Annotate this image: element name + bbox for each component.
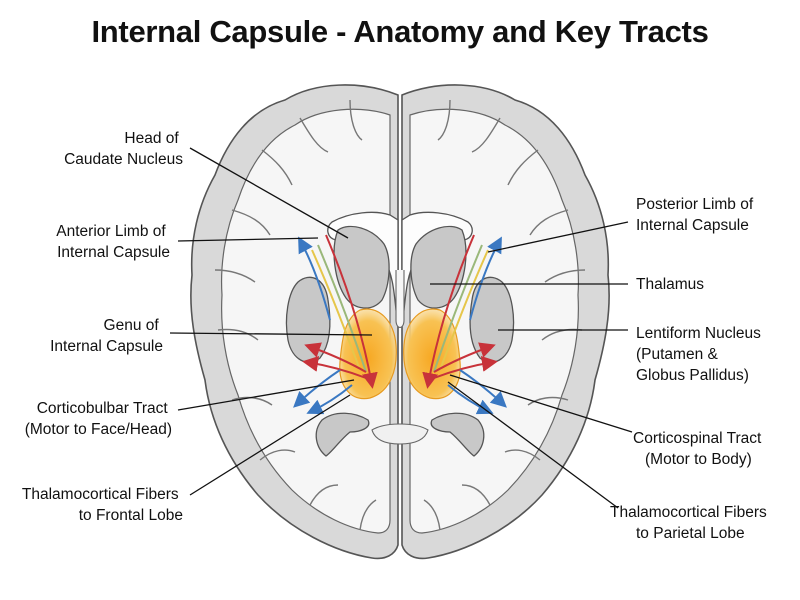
leader-corticobulbar [177, 379, 355, 411]
right-tract-green [433, 244, 483, 373]
septum [395, 270, 405, 329]
label-thalamocortical-frontal: Thalamocortical Fibers to Frontal Lobe [22, 486, 183, 524]
label-lentiform-line3: Globus Pallidus) [636, 367, 749, 384]
label-genu: Genu of Internal Capsule [50, 317, 163, 355]
left-tract-yellow [311, 249, 361, 371]
label-anterior-limb-line2: Internal Capsule [57, 244, 170, 261]
label-thalamus-line1: Thalamus [636, 276, 704, 293]
label-thalamocortical-parietal-line1: Thalamocortical Fibers [610, 504, 767, 521]
right-tract-blue-1 [469, 236, 502, 321]
label-lentiform: Lentiform Nucleus (Putamen & Globus Pall… [636, 325, 765, 384]
corpus-callosum-splenium [371, 423, 429, 445]
left-tracts [293, 234, 378, 415]
right-tract-blue-2 [459, 369, 507, 408]
left-posterior-horn [315, 412, 370, 457]
left-tract-blue-1 [298, 236, 331, 321]
label-posterior-limb: Posterior Limb of Internal Capsule [636, 196, 757, 234]
left-lentiform-nucleus [285, 276, 331, 363]
left-tract-blue-3 [306, 384, 353, 415]
leader-thalamocortical-frontal [189, 394, 351, 496]
left-tract-green [317, 244, 367, 373]
leader-thalamocortical-parietal [447, 381, 619, 509]
label-thalamocortical-parietal: Thalamocortical Fibers to Parietal Lobe [610, 504, 771, 542]
label-corticospinal: Corticospinal Tract (Motor to Body) [633, 430, 766, 468]
label-genu-line1: Genu of [104, 317, 160, 334]
right-tract-red-3 [433, 355, 498, 379]
label-corticobulbar-line2: (Motor to Face/Head) [25, 421, 172, 438]
label-anterior-limb-line1: Anterior Limb of [56, 223, 166, 240]
label-corticospinal-line1: Corticospinal Tract [633, 430, 762, 447]
label-corticospinal-line2: (Motor to Body) [645, 451, 752, 468]
label-thalamocortical-frontal-line2: to Frontal Lobe [79, 507, 183, 524]
left-capsule-highlight [339, 308, 397, 400]
label-posterior-limb-line2: Internal Capsule [636, 217, 749, 234]
label-thalamocortical-frontal-line1: Thalamocortical Fibers [22, 486, 179, 503]
label-corticobulbar: Corticobulbar Tract (Motor to Face/Head) [25, 400, 172, 438]
right-capsule-highlight [403, 308, 461, 400]
label-posterior-limb-line1: Posterior Limb of [636, 196, 754, 213]
right-tracts [422, 234, 507, 415]
label-thalamocortical-parietal-line2: to Parietal Lobe [636, 525, 745, 542]
left-tract-red-1 [325, 234, 378, 389]
label-genu-line2: Internal Capsule [50, 338, 163, 355]
right-posterior-horn [430, 412, 485, 457]
brain-section [190, 84, 610, 560]
label-head-caudate-line2: Caudate Nucleus [64, 151, 183, 168]
right-caudate-head [410, 225, 467, 309]
left-tract-red-2 [304, 342, 367, 373]
label-lentiform-line1: Lentiform Nucleus [636, 325, 761, 342]
leader-anterior-limb [177, 237, 319, 242]
right-tract-red-1 [422, 234, 475, 389]
leader-head-caudate [189, 147, 349, 239]
label-head-caudate: Head of Caudate Nucleus [64, 130, 183, 168]
label-head-caudate-line1: Head of [124, 130, 179, 147]
label-thalamus: Thalamus [636, 276, 704, 293]
leader-posterior-limb [487, 221, 629, 253]
leader-corticospinal [449, 374, 633, 433]
left-tract-red-3 [302, 355, 367, 379]
leader-genu [169, 332, 373, 336]
diagram-title: Internal Capsule - Anatomy and Key Tract… [91, 14, 709, 49]
leader-lines [169, 147, 633, 509]
right-tract-yellow [439, 249, 489, 371]
left-caudate-head [333, 225, 390, 309]
right-tract-red-2 [433, 342, 496, 373]
right-lentiform-nucleus [469, 276, 515, 363]
label-lentiform-line2: (Putamen & [636, 346, 719, 363]
label-anterior-limb: Anterior Limb of Internal Capsule [56, 223, 170, 261]
label-corticobulbar-line1: Corticobulbar Tract [37, 400, 169, 417]
